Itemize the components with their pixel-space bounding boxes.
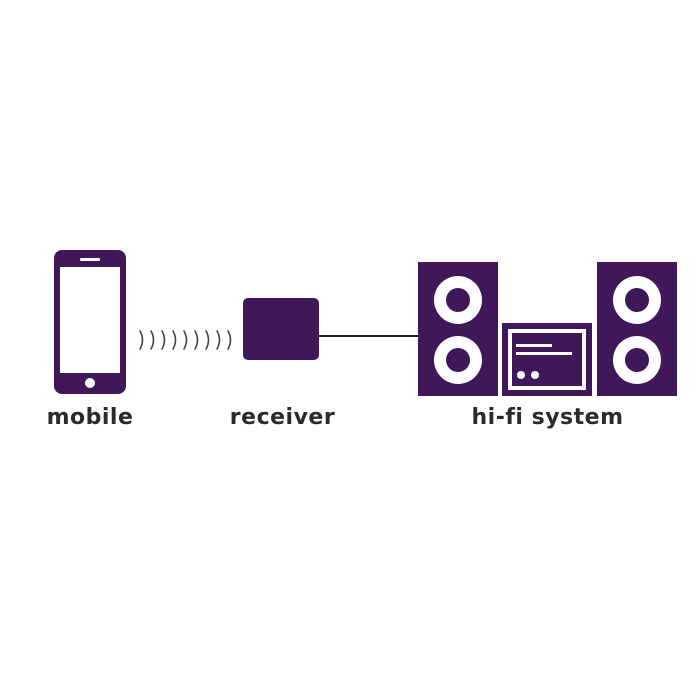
smartphone-icon bbox=[54, 250, 126, 394]
mobile-label: mobile bbox=[46, 405, 134, 430]
amplifier-unit bbox=[502, 323, 592, 396]
wireless-waves-icon bbox=[139, 330, 232, 350]
left-speaker bbox=[418, 262, 498, 396]
stereo-system-icon bbox=[418, 262, 677, 396]
right-speaker bbox=[597, 262, 677, 396]
receiver-label: receiver bbox=[229, 405, 336, 430]
hifi-system-label: hi-fi system bbox=[471, 405, 624, 430]
receiver-box-icon bbox=[243, 298, 319, 360]
